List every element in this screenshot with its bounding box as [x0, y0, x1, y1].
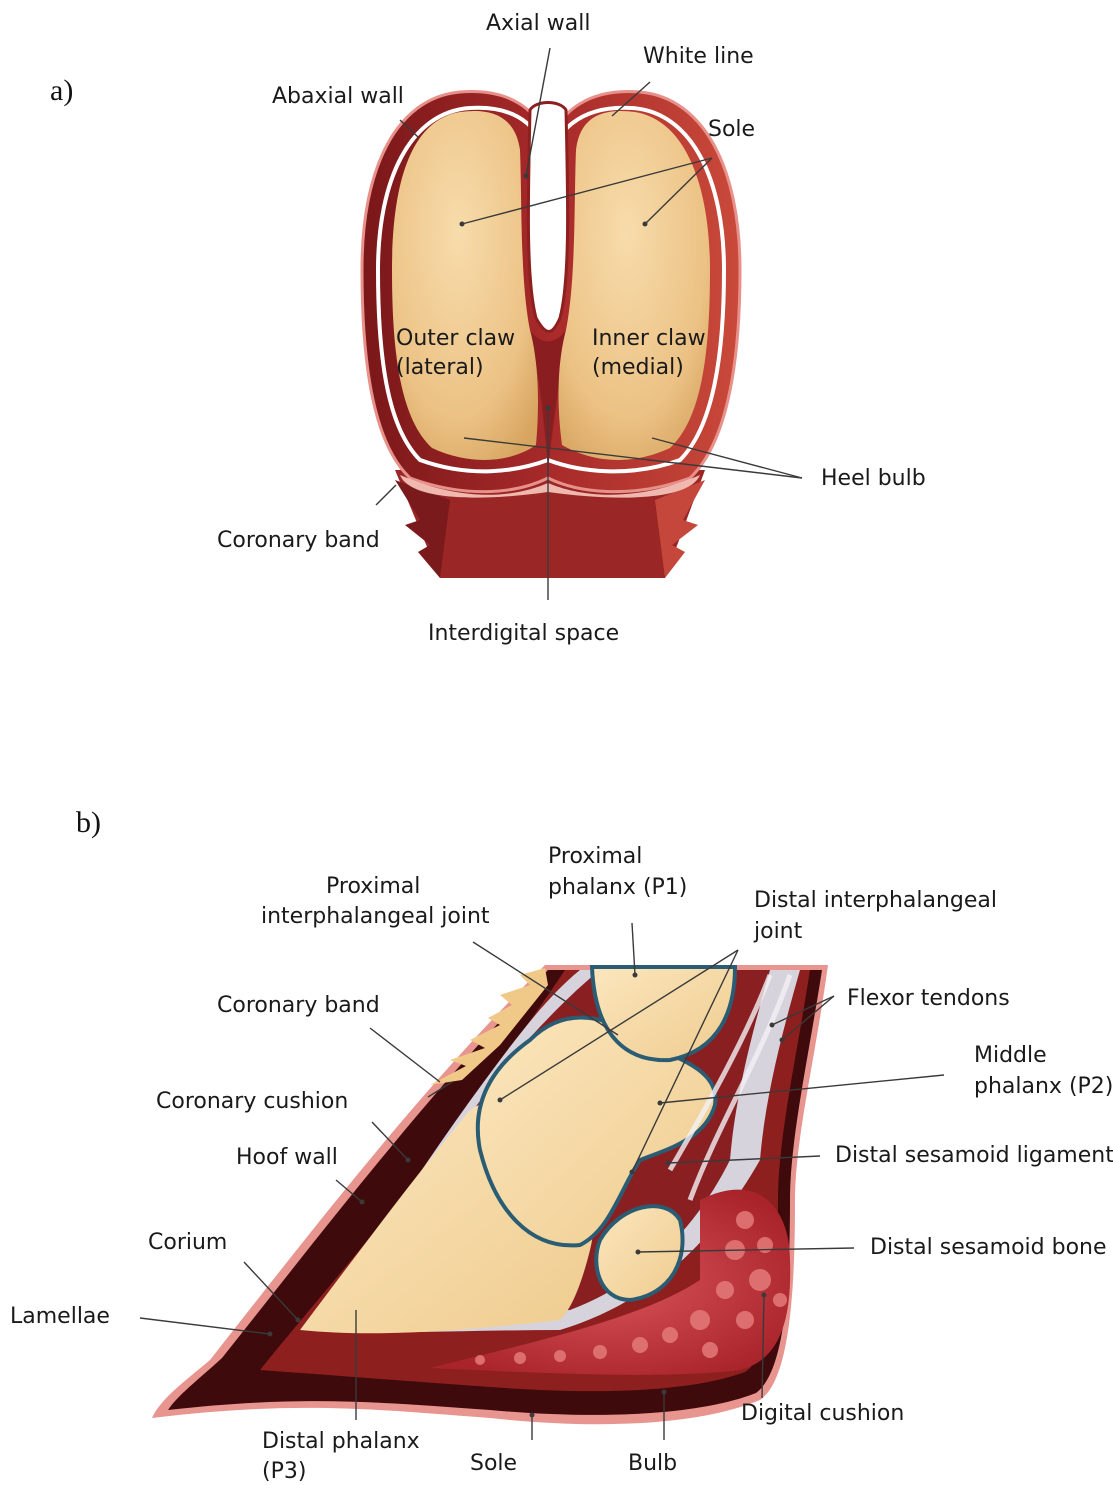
label-distal-phalanx-2: (P3): [262, 1459, 306, 1484]
label-distal-phalanx-1: Distal phalanx: [262, 1429, 420, 1454]
label-axial-wall: Axial wall: [486, 11, 590, 36]
label-pip-joint-2: interphalangeal joint: [261, 904, 490, 929]
inner-claw-sole: [559, 111, 710, 460]
label-flexor-tendons: Flexor tendons: [847, 986, 1010, 1011]
interdigital-gap: [528, 103, 567, 332]
label-lamellae: Lamellae: [10, 1304, 110, 1329]
label-distal-sesamoid-bone: Distal sesamoid bone: [870, 1235, 1107, 1260]
label-white-line: White line: [643, 44, 754, 69]
label-heel-bulb: Heel bulb: [821, 466, 926, 491]
label-inner-claw-1: Inner claw: [592, 326, 706, 351]
label-outer-claw-2: (lateral): [396, 355, 484, 380]
panel-a-tag: a): [50, 74, 73, 107]
label-digital-cushion: Digital cushion: [741, 1401, 904, 1426]
label-proximal-phalanx-2: phalanx (P1): [548, 875, 687, 900]
label-distal-sesamoid-ligament: Distal sesamoid ligament: [835, 1143, 1113, 1168]
label-dip-joint-2: joint: [753, 919, 803, 944]
label-abaxial-wall: Abaxial wall: [272, 84, 404, 109]
label-coronary-band-b: Coronary band: [217, 993, 380, 1018]
panel-b-tag: b): [76, 806, 101, 839]
label-pip-joint-1: Proximal: [326, 874, 420, 899]
label-dip-joint-1: Distal interphalangeal: [754, 888, 997, 913]
panel-a: a) Axial wall White line Abaxial wall So…: [50, 11, 926, 646]
label-hoof-wall: Hoof wall: [236, 1145, 338, 1170]
outer-claw-sole: [392, 111, 538, 460]
label-corium: Corium: [148, 1230, 227, 1255]
label-coronary-cushion: Coronary cushion: [156, 1089, 348, 1114]
label-sole: Sole: [708, 117, 755, 142]
label-inner-claw-2: (medial): [592, 355, 684, 380]
label-sole-b: Sole: [470, 1451, 517, 1476]
panel-b: b): [10, 806, 1113, 1484]
label-interdigital-space: Interdigital space: [428, 621, 619, 646]
label-middle-phalanx-1: Middle: [974, 1043, 1047, 1068]
label-coronary-band-a: Coronary band: [217, 528, 380, 553]
label-middle-phalanx-2: phalanx (P2): [974, 1074, 1113, 1099]
label-proximal-phalanx-1: Proximal: [548, 844, 642, 869]
label-outer-claw-1: Outer claw: [396, 326, 515, 351]
label-bulb: Bulb: [628, 1451, 677, 1476]
